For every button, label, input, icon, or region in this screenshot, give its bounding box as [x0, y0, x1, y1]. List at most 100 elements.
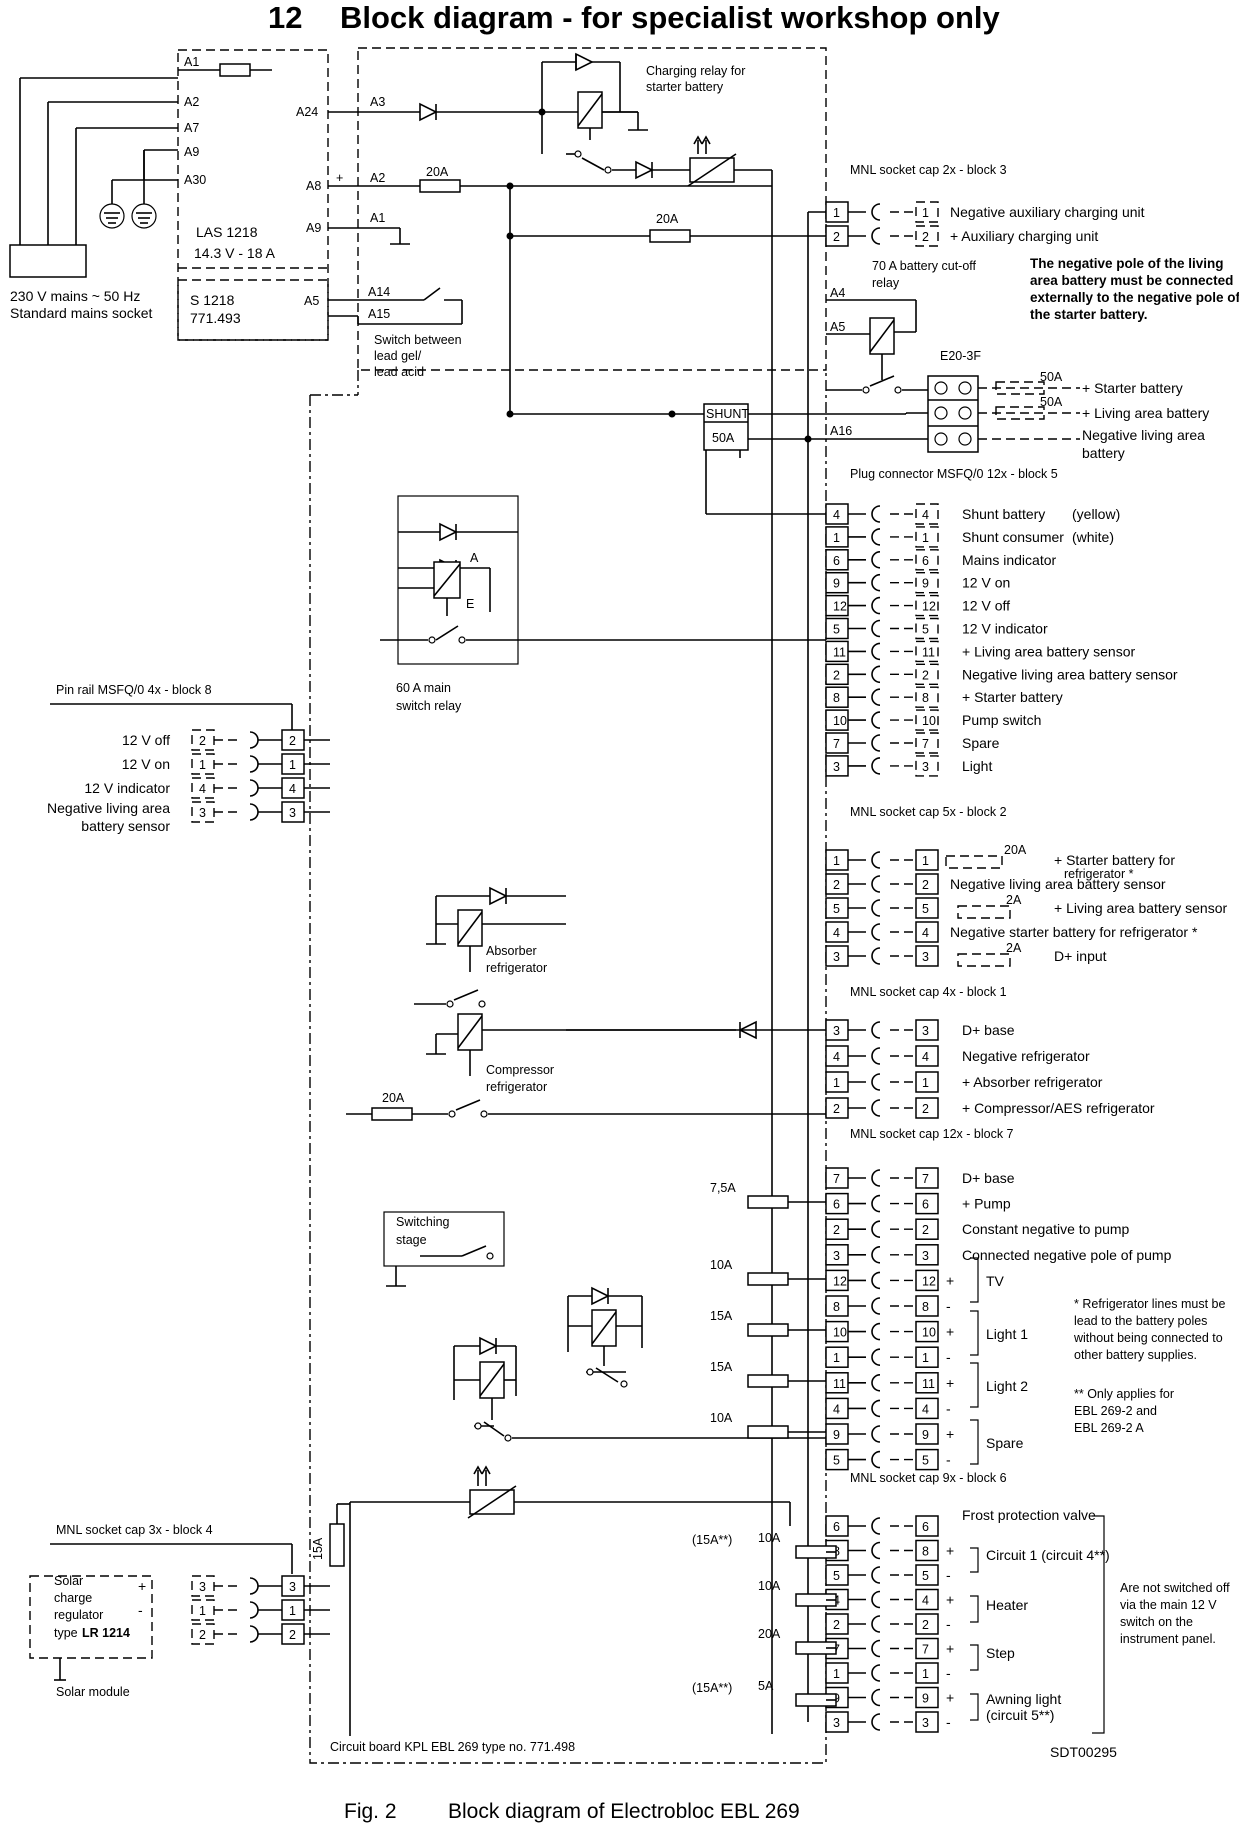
pin-a3: A3 [370, 95, 385, 109]
block6-mate-pin-label: 4 [922, 1594, 929, 1608]
pin-a2: A2 [184, 95, 199, 109]
block6-mate-pin-label: 8 [922, 1545, 929, 1559]
block2-mate-pin-label: 1 [922, 854, 929, 868]
block5-mate-pin-label: 10 [922, 714, 936, 728]
not-switched-note: Are not switched off [1120, 1581, 1230, 1595]
block8-mate-pin-label: 2 [199, 734, 206, 748]
block5-mate-pin-label: 8 [922, 691, 929, 705]
block4-mate-pin-label: 2 [199, 1628, 206, 1642]
block7-pin-label: 9 [833, 1428, 840, 1442]
charging-relay-label-1: Charging relay for [646, 64, 745, 78]
charger-rating: 14.3 V - 18 A [194, 245, 276, 261]
block2-mate-pin-label: 3 [922, 950, 929, 964]
block4-mate-pin-label: 1 [199, 1604, 206, 1618]
switching-stage-label-2: stage [396, 1233, 427, 1247]
block6-mate-pin-label: 1 [922, 1667, 929, 1681]
block5-pin-label: 6 [833, 554, 840, 568]
block5-mate-pin-label: 1 [922, 531, 929, 545]
note-ebl-3: EBL 269-2 A [1074, 1421, 1144, 1435]
pin-a15: A15 [368, 307, 390, 321]
block4-title: MNL socket cap 3x - block 4 [56, 1523, 213, 1537]
block8-row-label-2: battery sensor [81, 818, 170, 834]
block7-mate-pin-label: 8 [922, 1300, 929, 1314]
block1-title: MNL socket cap 4x - block 1 [850, 985, 1007, 999]
board-outline [309, 370, 827, 1764]
block5-mate-pin-label: 2 [922, 668, 929, 682]
block7-row-sign: - [946, 1452, 951, 1468]
fuse-rating-label: 10A [710, 1258, 733, 1272]
switch-lead-label-3: lead acid [374, 365, 424, 379]
block6-mate-pin-label: 2 [922, 1618, 929, 1632]
block8-row-label: Negative living area [47, 800, 170, 816]
block8-pin-label: 4 [289, 782, 296, 796]
fuse-rating-label: 7,5A [710, 1181, 736, 1195]
block5-pin-label: 7 [833, 737, 840, 751]
compressor-label-1: Compressor [486, 1063, 554, 1077]
block5-row-label: Negative living area battery sensor [962, 666, 1178, 682]
fuse [747, 1195, 789, 1209]
block7-mate-pin-label: 9 [922, 1428, 929, 1442]
block2-title: MNL socket cap 5x - block 2 [850, 805, 1007, 819]
not-switched-note: via the main 12 V [1120, 1598, 1217, 1612]
note-refrigerator-4: other battery supplies. [1074, 1348, 1197, 1362]
switch-lead-label-1: Switch between [374, 333, 462, 347]
fuse-rating-label: 5A [758, 1679, 774, 1693]
block7-row-label: Connected negative pole of pump [962, 1247, 1172, 1263]
block6-circuit-label: (circuit 5**) [986, 1707, 1054, 1723]
block3-pin-label: 1 [833, 206, 840, 220]
block1-row-label: + Absorber refrigerator [962, 1074, 1103, 1090]
block5-row-label: Shunt consumer [962, 529, 1064, 545]
block5-row-label: Shunt battery [962, 506, 1045, 522]
main-switch-relay: A E 60 A main switch relay [380, 495, 826, 713]
block7-row-label: D+ base [962, 1170, 1015, 1186]
block5-row-note: (yellow) [1072, 506, 1120, 522]
fuse-20a-c-label: 20A [382, 1091, 405, 1105]
block6-row-sign: - [946, 1665, 951, 1681]
block6-mate-pin-label: 7 [922, 1643, 929, 1657]
block5-row-label: 12 V indicator [962, 621, 1048, 637]
block5-pin-label: 8 [833, 691, 840, 705]
pin-a1-board: A1 [370, 211, 385, 225]
load-relays [453, 1286, 826, 1442]
pin-a9-out: A9 [306, 221, 321, 235]
block7-pin-label: 2 [833, 1223, 840, 1237]
block6-connector: 6688+55-44+22-77+11-99+33-Frost protecti… [825, 1507, 1230, 1734]
block3-row-label: Negative auxiliary charging unit [950, 204, 1145, 220]
fuse-20a-block2: 20A [1004, 843, 1027, 857]
pin-a24: A24 [296, 105, 318, 119]
fuse-20a-b-label: 20A [656, 212, 679, 226]
block8-pin-label: 2 [289, 734, 296, 748]
figure-number: Fig. 2 [344, 1800, 397, 1823]
block6-row-sign: + [946, 1690, 954, 1706]
block7-pin-label: 1 [833, 1351, 840, 1365]
fuse-rating-label: 10A [758, 1531, 781, 1545]
page-title: Block diagram - for specialist workshop … [340, 0, 1001, 35]
pin-a16: A16 [830, 424, 852, 438]
fuse [747, 1323, 789, 1337]
mains-label-1: 230 V mains ~ 50 Hz [10, 288, 140, 304]
solar-regulator: Solar charge regulator type LR 1214 Sola… [29, 1574, 153, 1699]
block3-mate-pin-label: 2 [922, 230, 929, 244]
note-negative-pole-2: area battery must be connected [1030, 273, 1233, 288]
block5-mate-pin-label: 7 [922, 737, 929, 751]
block7-mate-pin-label: 4 [922, 1402, 929, 1416]
